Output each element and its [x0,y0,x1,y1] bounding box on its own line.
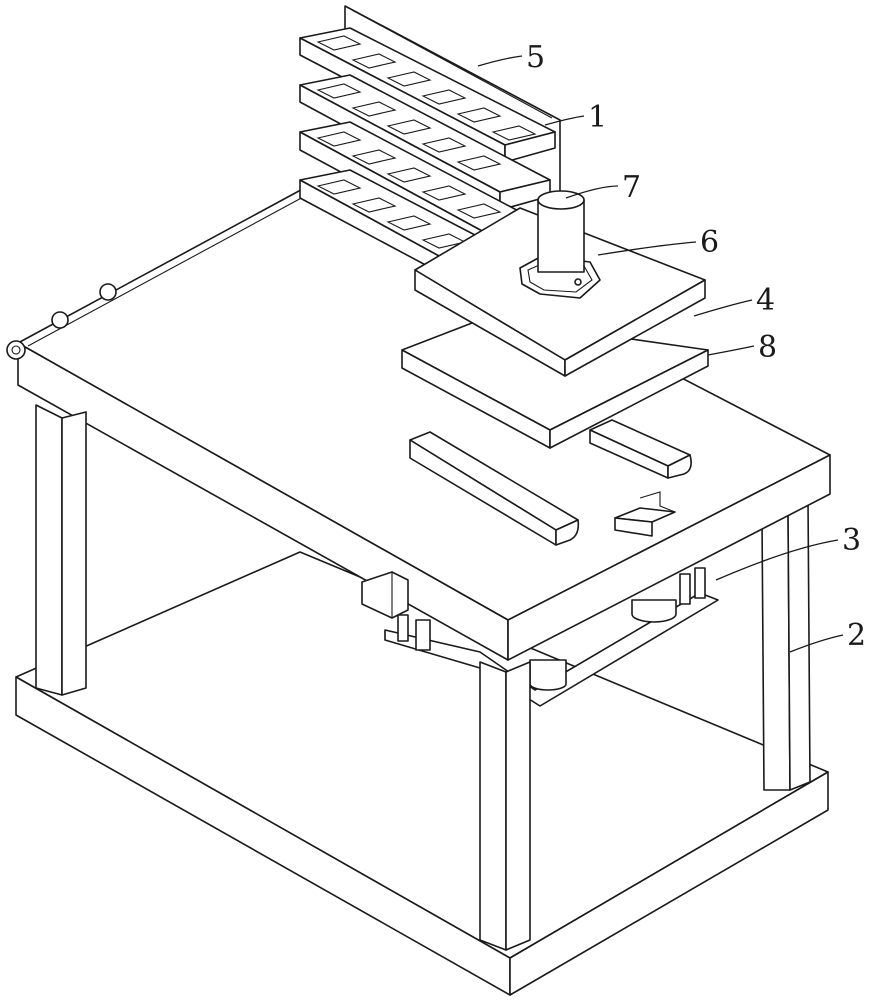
base-plate [15,551,829,996]
label-4: 4 [756,283,775,318]
part-labels: 5 1 7 6 4 8 3 2 [526,40,866,653]
press-cylinder [519,190,601,299]
label-7: 7 [622,170,641,205]
tray-rack [299,27,556,279]
tray-pockets-tier1 [316,35,537,141]
tray-pockets-tier3 [316,131,502,219]
front-rail [409,431,580,546]
back-leg-right [761,499,811,791]
tray-pockets-tier4 [316,179,467,249]
label-2: 2 [847,618,866,653]
label-1: 1 [588,100,607,135]
label-8: 8 [758,330,777,365]
lower-press-plate [401,317,709,449]
rear-rail [589,419,692,479]
tray-pockets-tier2 [316,83,502,171]
front-leg-center [479,661,531,951]
label-5: 5 [526,40,545,75]
front-bracket [361,571,409,619]
label-6: 6 [700,225,719,260]
leader-lines [477,55,844,653]
lower-support-frame [384,567,719,707]
front-leg-left [35,404,87,696]
side-knobs [6,283,117,360]
u-clip [614,491,676,537]
label-3: 3 [842,523,861,558]
